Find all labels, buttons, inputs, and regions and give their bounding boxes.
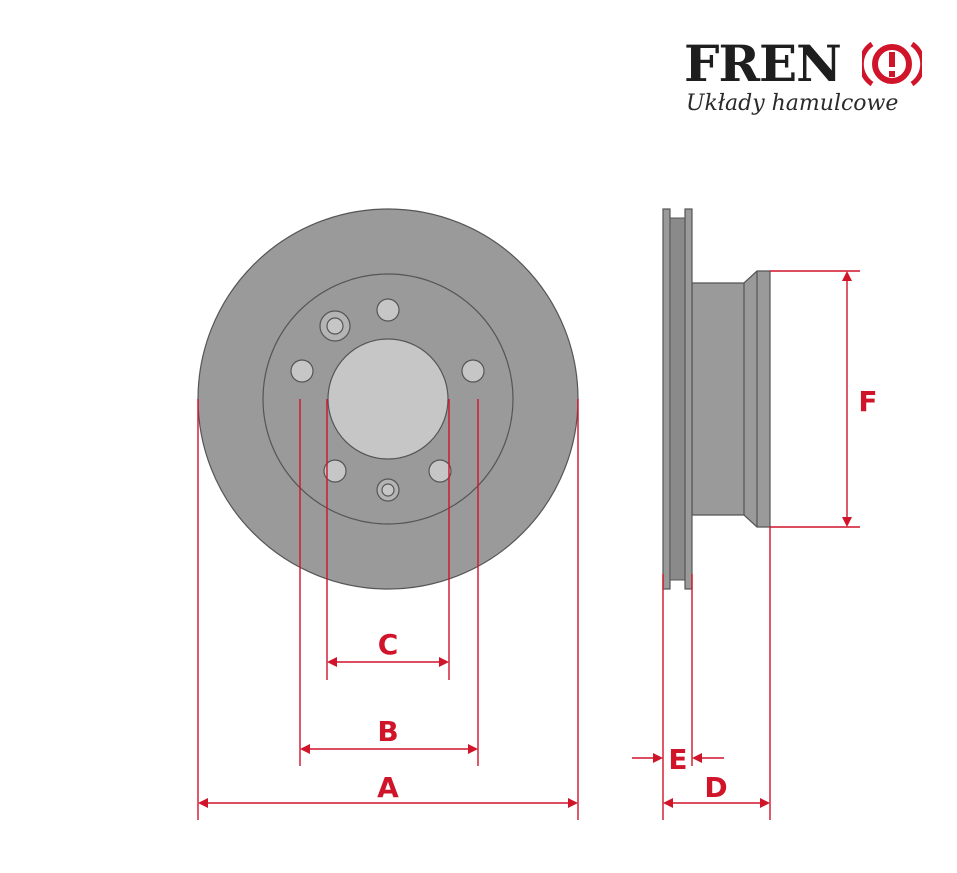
bolt-hole xyxy=(376,298,400,322)
cooling-vanes xyxy=(669,217,686,581)
set-screw-hole-inner xyxy=(381,483,395,497)
dimension-label-c: C xyxy=(378,628,399,661)
logo-brand-text: FREN xyxy=(684,34,842,93)
bolt-hole xyxy=(461,359,485,383)
bolt-hole xyxy=(290,359,314,383)
dimension-label-d: D xyxy=(704,771,727,804)
dimension-label-b: B xyxy=(377,715,398,748)
dimension-label-a: A xyxy=(377,771,399,804)
bolt-hole xyxy=(323,459,347,483)
set-screw-hole-inner xyxy=(326,317,344,335)
friction-plate-outer xyxy=(662,208,671,590)
disc-side-view xyxy=(662,208,771,590)
dimension-label-f: F xyxy=(858,385,877,418)
logo-tagline: Układy hamulcowe xyxy=(686,91,899,116)
center-bore xyxy=(327,338,449,460)
dimension-arrowheads xyxy=(198,271,852,808)
bolt-hole xyxy=(428,459,452,483)
brake-warning-icon xyxy=(862,41,922,87)
dimension-label-e: E xyxy=(668,743,687,776)
hub-hat xyxy=(691,270,771,528)
disc-front-view xyxy=(197,208,579,590)
dimension-lines xyxy=(197,270,860,820)
fren-logo: FREN Układy hamulcowe xyxy=(684,34,934,124)
friction-plate-inner xyxy=(684,208,693,590)
